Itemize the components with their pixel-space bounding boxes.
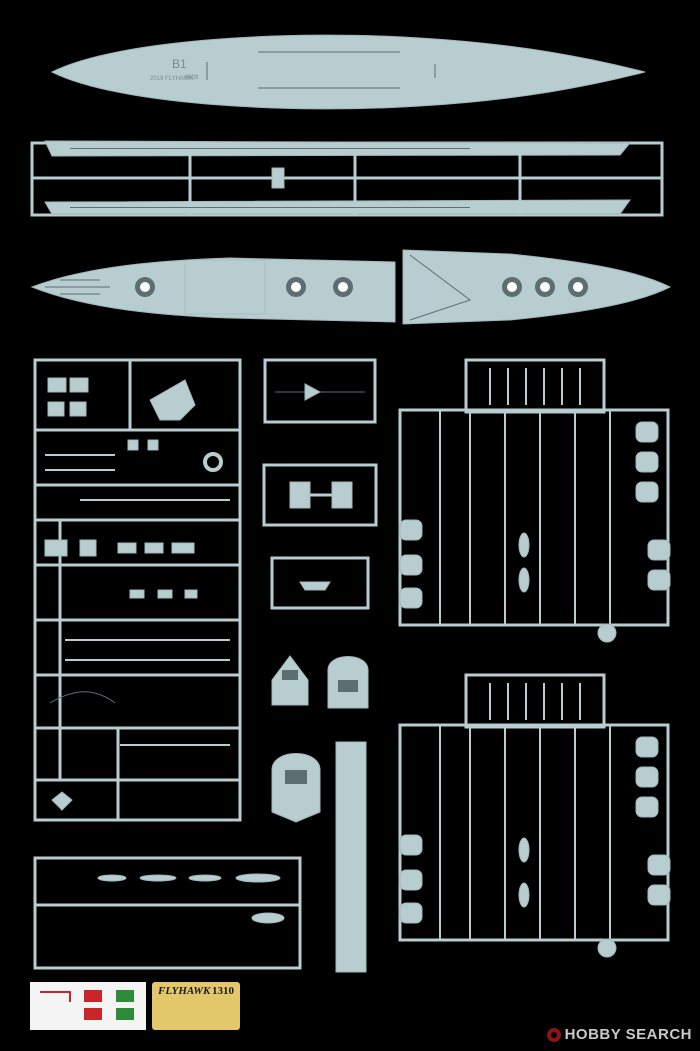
turret-parts [271,655,369,823]
watermark: HOBBY SEARCH [546,1026,692,1043]
hull-copyright: 2019 FLYHAWK [150,76,193,82]
kit-number: 1310 [212,985,234,997]
decal-markings [30,982,146,1030]
brand-logo-text: FLYHAWK [158,985,211,997]
hobby-search-logo-icon [546,1027,561,1042]
sprue-mid-1 [263,358,377,424]
hull-code: B1 [172,57,187,71]
sprue-right-upper [398,358,671,643]
sprue-mid-2 [262,463,378,527]
mast-strip [335,741,367,973]
watermark-text: HOBBY SEARCH [564,1026,692,1043]
hull-bottom-part: B1 0609 2019 FLYHAWK [50,34,646,110]
sprue-left-large [33,358,242,822]
deck-aft [402,249,672,325]
hull-ref: 0609 [185,75,199,81]
sprue-right-lower [398,673,671,958]
hull-sides-sprue [30,140,664,217]
photo-etch-fret: FLYHAWK 1310 [152,982,240,1030]
deck-forward [30,257,396,323]
sprue-mid-3 [270,556,370,610]
sprue-bottom-left [33,856,302,970]
